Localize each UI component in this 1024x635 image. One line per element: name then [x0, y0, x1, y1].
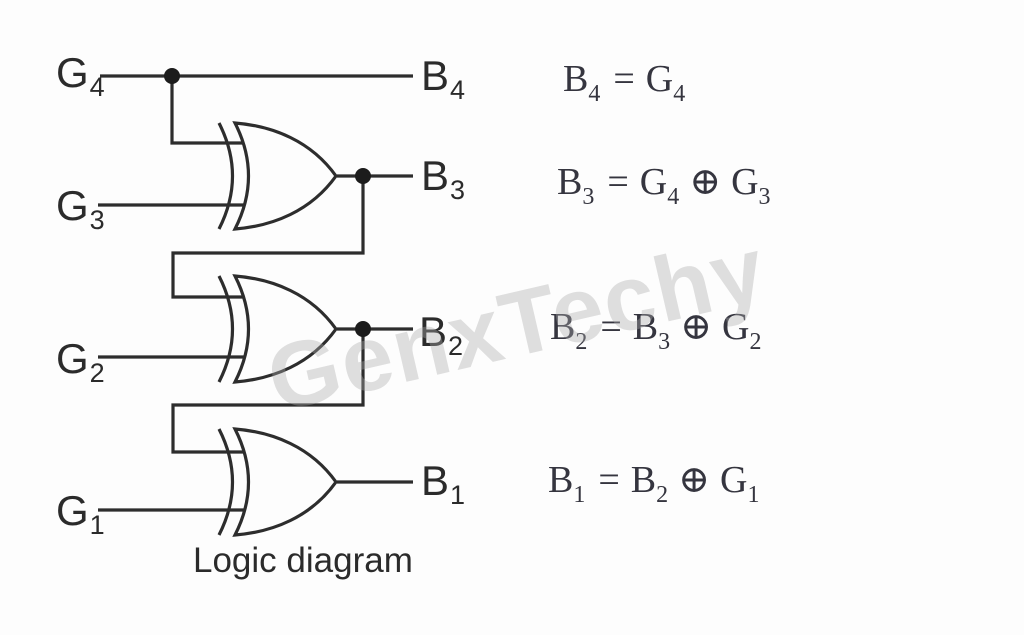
label-text: G: [56, 335, 89, 382]
input-label-g4: G4: [56, 52, 105, 101]
wire-b2-feedback: [171, 329, 365, 454]
xor-extra-arc: [217, 428, 234, 536]
eq-term: B: [557, 161, 583, 203]
equals-sign: =: [607, 161, 629, 203]
eq-term: G: [720, 459, 748, 501]
label-subscript: 2: [448, 331, 464, 361]
xor-operator: ⊕: [678, 459, 710, 501]
eq-subscript: 2: [656, 482, 669, 508]
xor-operator: ⊕: [680, 306, 712, 348]
label-text: B: [421, 457, 450, 504]
wires: [98, 74, 413, 512]
label-text: B: [419, 308, 448, 355]
xor-extra-arc: [217, 122, 234, 230]
label-text: B: [421, 152, 450, 199]
xor-gate-top: [217, 121, 338, 231]
equals-sign: =: [598, 459, 620, 501]
output-label-b2: B2: [419, 311, 463, 360]
xor-gate-bottom: [217, 427, 338, 537]
equals-sign: =: [613, 58, 635, 100]
eq-subscript: 3: [582, 184, 595, 210]
label-text: G: [56, 487, 89, 534]
eq-subscript: 2: [575, 329, 588, 355]
label-text: B: [421, 52, 450, 99]
eq-term: G: [731, 161, 759, 203]
label-subscript: 2: [89, 358, 105, 388]
label-text: G: [56, 49, 89, 96]
wire-g4-branch: [170, 76, 247, 145]
junction-dot-b3: [355, 168, 371, 184]
eq-subscript: 1: [747, 482, 760, 508]
eq-term: B: [563, 58, 589, 100]
eq-term: G: [722, 306, 750, 348]
xor-gate-middle: [217, 274, 338, 384]
label-subscript: 4: [450, 75, 466, 105]
label-text: G: [56, 182, 89, 229]
eq-term: B: [550, 306, 576, 348]
label-subscript: 3: [89, 205, 105, 235]
eq-subscript: 3: [758, 184, 771, 210]
eq-term: G: [639, 161, 668, 203]
junction-dots: [164, 68, 371, 337]
output-label-b3: B3: [421, 155, 465, 204]
label-subscript: 4: [89, 72, 105, 102]
equation-b4: B4=G4: [563, 60, 705, 106]
eq-term: G: [645, 58, 674, 100]
eq-subscript: 4: [667, 184, 680, 210]
eq-term: B: [632, 306, 659, 348]
diagram-caption: Logic diagram: [193, 541, 413, 580]
eq-subscript: 2: [749, 329, 762, 355]
input-label-g2: G2: [56, 338, 105, 387]
eq-subscript: 3: [658, 329, 671, 355]
xor-operator: ⊕: [689, 161, 722, 203]
output-label-b4: B4: [421, 55, 465, 104]
eq-subscript: 1: [573, 482, 586, 508]
label-subscript: 3: [450, 175, 466, 205]
equation-b1: B1=B2⊕G1: [548, 461, 759, 507]
equation-b3: B3=G4⊕G3: [557, 163, 771, 209]
wire-b3-feedback: [171, 176, 365, 299]
equation-b2: B2=B3⊕G2: [550, 308, 761, 354]
input-label-g1: G1: [56, 490, 105, 539]
xor-extra-arc: [217, 275, 234, 383]
equals-sign: =: [600, 306, 622, 348]
eq-subscript: 4: [588, 81, 601, 107]
input-label-g3: G3: [56, 185, 105, 234]
junction-dot-b2: [355, 321, 371, 337]
output-label-b1: B1: [421, 460, 465, 509]
label-subscript: 1: [89, 510, 105, 540]
eq-term: B: [548, 459, 574, 501]
label-subscript: 1: [450, 480, 466, 510]
junction-dot-g4: [164, 68, 180, 84]
eq-term: B: [630, 459, 657, 501]
eq-subscript: 4: [673, 81, 686, 107]
